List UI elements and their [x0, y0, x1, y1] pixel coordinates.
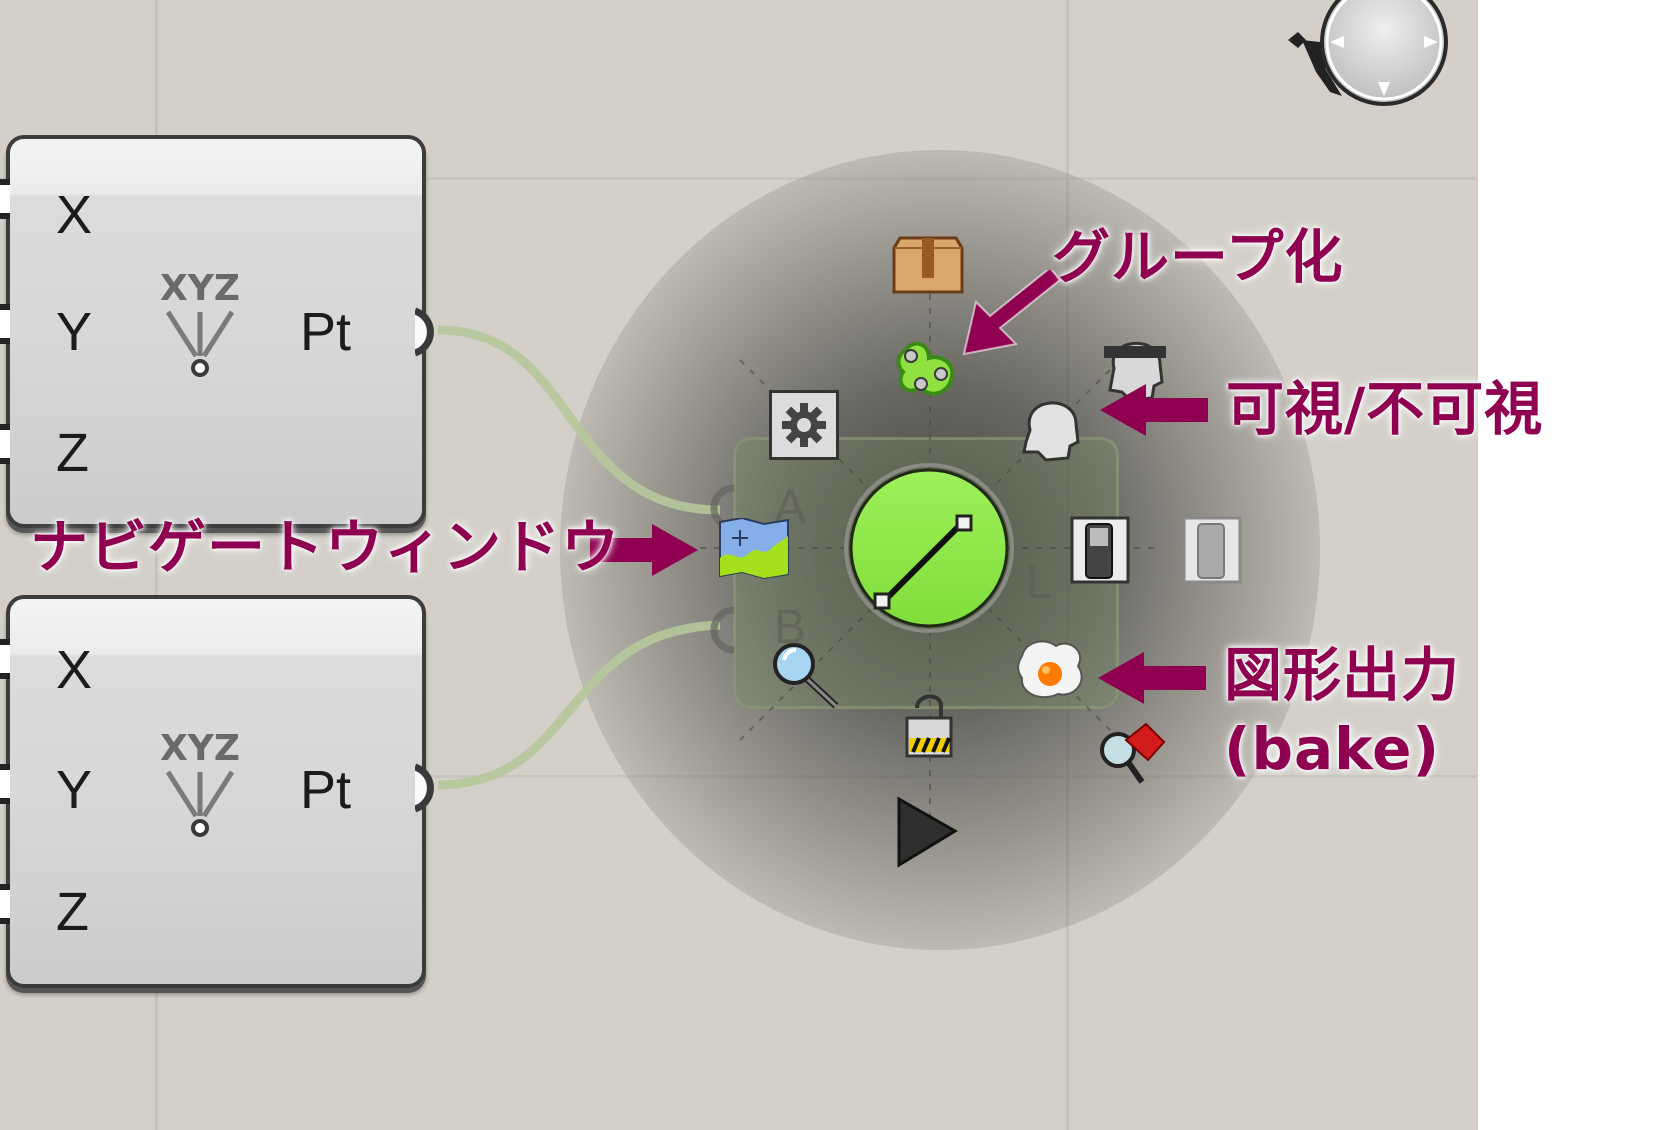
output-port-pt[interactable]	[415, 305, 455, 359]
preview-head-icon[interactable]	[1014, 390, 1084, 465]
settings-button[interactable]	[769, 390, 839, 460]
pin-magnifier-icon[interactable]	[1098, 720, 1170, 786]
group-icon[interactable]	[895, 340, 965, 400]
settings-gear-icon	[782, 403, 826, 447]
grasshopper-canvas[interactable]: X Y Z XYZ Pt X Y Z XYZ Pt A B L	[0, 0, 1478, 1130]
output-label-l: L	[1026, 556, 1053, 609]
bake-egg-icon[interactable]	[1016, 636, 1088, 704]
input-label-x: X	[56, 640, 93, 700]
line-icon[interactable]	[843, 462, 1015, 634]
wires	[437, 325, 721, 790]
input-port-z[interactable]	[0, 424, 10, 464]
toggle-enabled-icon[interactable]	[1068, 510, 1138, 586]
annotation-group: グループ化	[1052, 223, 1344, 291]
output-port-pt[interactable]	[415, 761, 455, 815]
grid-line	[0, 177, 1478, 180]
play-triangle-icon[interactable]	[895, 795, 959, 869]
input-port-y[interactable]	[0, 764, 10, 804]
annotation-bake-line1: 図形出力	[1224, 641, 1461, 709]
input-label-z: Z	[56, 882, 89, 942]
compass-navigator-icon[interactable]	[1282, 0, 1454, 112]
box-package-icon[interactable]	[892, 230, 964, 298]
input-port-y[interactable]	[0, 304, 10, 344]
arrow-to-group-icon	[962, 270, 1062, 356]
toggle-disabled-icon[interactable]	[1180, 510, 1250, 586]
input-label-z: Z	[56, 423, 89, 483]
input-label-y: Y	[56, 302, 93, 362]
construct-point-component[interactable]: X Y Z XYZ Pt	[0, 135, 434, 528]
input-port-x[interactable]	[0, 639, 10, 679]
svg-text:XYZ: XYZ	[160, 268, 240, 309]
unlock-icon[interactable]	[903, 688, 953, 760]
annotation-navigate: ナビゲートウィンドウ	[30, 513, 621, 581]
construct-point-icon: XYZ	[160, 268, 240, 377]
construct-point-component[interactable]: X Y Z XYZ Pt	[0, 595, 434, 988]
input-label-y: Y	[56, 760, 93, 820]
input-port-x[interactable]	[0, 179, 10, 219]
output-label-pt: Pt	[300, 302, 352, 362]
input-port-z[interactable]	[0, 884, 10, 924]
zoom-magnifier-icon[interactable]	[770, 640, 842, 710]
map-icon[interactable]	[718, 518, 790, 580]
output-label-pt: Pt	[300, 760, 352, 820]
annotation-bake-line2: (bake)	[1224, 715, 1441, 783]
input-label-x: X	[56, 185, 93, 245]
svg-text:XYZ: XYZ	[160, 728, 240, 769]
hide-head-icon[interactable]	[1100, 328, 1170, 408]
construct-point-icon: XYZ	[160, 728, 240, 837]
arrow-to-map-icon	[590, 524, 698, 576]
annotation-visibility: 可視/不可視	[1226, 375, 1544, 443]
grid-line	[155, 0, 158, 1130]
arrow-to-preview-icon	[1100, 384, 1208, 436]
arrow-to-bake-icon	[1098, 652, 1206, 704]
